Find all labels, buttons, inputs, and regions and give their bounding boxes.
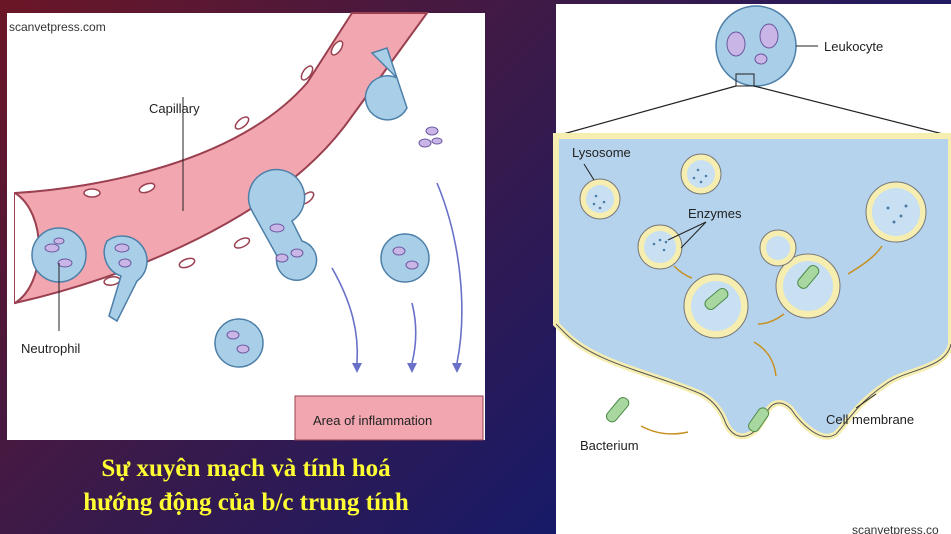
watermark: scanvetpress.co	[852, 523, 939, 534]
cell-membrane-label: Cell membrane	[826, 412, 914, 427]
cell-interior	[556, 136, 951, 437]
inflammation-area-label: Area of inflammation	[313, 413, 432, 428]
watermark: scanvetpress.com	[9, 20, 106, 34]
diapedesis-illustration: scanvetpress.com Capillary Neutrophil Ar…	[7, 13, 485, 440]
bacterium	[604, 395, 630, 424]
caption: Sự xuyên mạch và tính hoá hướng động của…	[0, 452, 492, 520]
neutrophil-cell	[381, 234, 429, 282]
enzymes-label: Enzymes	[688, 206, 742, 221]
lysosome-label: Lysosome	[572, 145, 631, 160]
phagocytosis-figure: Leukocyte Lysosome Enzymes Bacterium Cel…	[556, 4, 951, 534]
bacterium-label: Bacterium	[580, 438, 639, 453]
leukocyte-label: Leukocyte	[824, 39, 883, 54]
neutrophil-label: Neutrophil	[21, 341, 80, 356]
neutrophil-cell	[215, 319, 263, 367]
caption-line-2: hướng động của b/c trung tính	[0, 486, 492, 520]
diapedesis-figure: scanvetpress.com Capillary Neutrophil Ar…	[7, 13, 485, 440]
neutrophil-cell	[249, 170, 317, 281]
capillary-label: Capillary	[149, 101, 200, 116]
phagocytosis-illustration: Leukocyte Lysosome Enzymes Bacterium Cel…	[556, 4, 951, 534]
caption-line-1: Sự xuyên mạch và tính hoá	[0, 452, 492, 486]
